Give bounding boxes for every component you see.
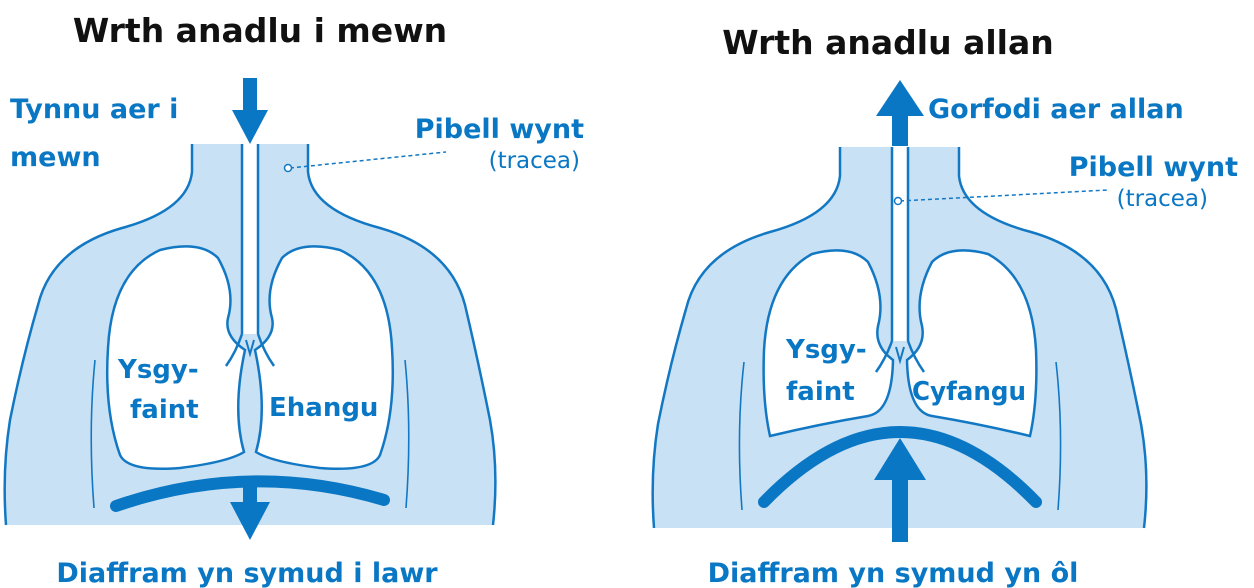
inhale-lung-label-line1: Ysgy- bbox=[117, 355, 199, 385]
exhale-lung-label-line1: Ysgy- bbox=[785, 335, 867, 365]
exhale-air-arrow-up-icon bbox=[876, 80, 924, 146]
exhale-trachea-label: Pibell wynt bbox=[1069, 152, 1238, 183]
inhale-panel: Wrth anadlu i mewn bbox=[5, 11, 584, 588]
exhale-diaphragm-label: Diaffram yn symud yn ôl bbox=[708, 558, 1079, 588]
inhale-title: Wrth anadlu i mewn bbox=[73, 11, 447, 50]
inhale-air-label-line1: Tynnu aer i bbox=[10, 94, 178, 125]
exhale-title: Wrth anadlu allan bbox=[722, 23, 1053, 62]
inhale-state-label: Ehangu bbox=[269, 393, 378, 423]
exhale-air-label: Gorfodi aer allan bbox=[928, 94, 1184, 125]
inhale-air-label-line2: mewn bbox=[10, 142, 101, 173]
inhale-air-arrow-down-icon bbox=[232, 78, 268, 144]
inhale-right-lung bbox=[255, 246, 393, 468]
inhale-diaphragm-label: Diaffram yn symud i lawr bbox=[56, 558, 438, 588]
exhale-trachea-sublabel: (tracea) bbox=[1117, 186, 1208, 212]
exhale-lung-label-line2: faint bbox=[786, 377, 855, 407]
exhale-state-label: Cyfangu bbox=[912, 377, 1026, 407]
inhale-trachea-sublabel: (tracea) bbox=[489, 148, 580, 174]
inhale-lung-label-line2: faint bbox=[130, 395, 199, 425]
inhale-trachea-label: Pibell wynt bbox=[415, 114, 584, 145]
exhale-panel: Wrth anadlu allan bbox=[653, 23, 1238, 588]
